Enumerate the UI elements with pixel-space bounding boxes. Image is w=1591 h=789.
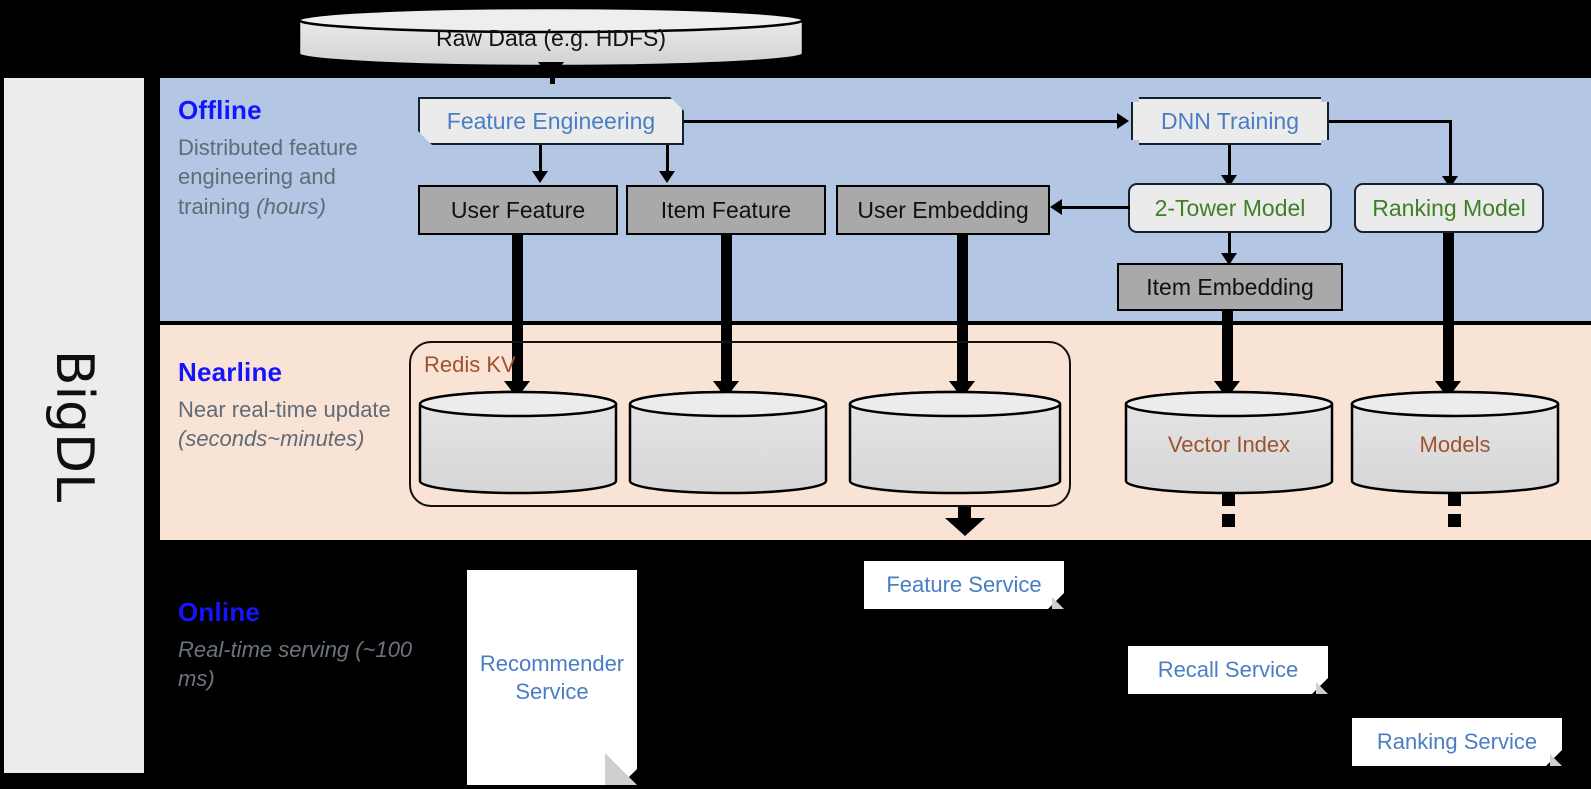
- pipe-item-feature: [721, 235, 732, 387]
- pipe-ranking-model: [1443, 233, 1454, 387]
- dnn-training-label: DNN Training: [1160, 107, 1300, 134]
- redis-kv-label: Redis KV: [424, 352, 516, 377]
- arrow-fe-to-item-feature: [659, 171, 675, 183]
- offline-caption: Offline Distributed feature engineering …: [178, 95, 408, 221]
- raw-data-cylinder: Raw Data (e.g. HDFS): [296, 6, 806, 68]
- service-feature-label: Feature Service: [886, 572, 1042, 598]
- store-vector-index[interactable]: Vector Index: [1124, 390, 1334, 495]
- stub-ranking-service-b: [1448, 514, 1461, 527]
- online-title: Online: [178, 597, 261, 627]
- nearline-title: Nearline: [178, 357, 283, 387]
- model-ranking-label: Ranking Model: [1372, 194, 1526, 221]
- store-item-embedding[interactable]: Item Embedding: [1117, 263, 1343, 311]
- pipe-user-embedding: [957, 235, 968, 387]
- store-models-label: Models: [1419, 432, 1491, 457]
- redis-kv-group: [409, 341, 1071, 507]
- offline-title: Offline: [178, 95, 262, 125]
- conn-fe-to-item-feature: [666, 145, 669, 173]
- arrow-2tower-to-item-embedding: [1221, 253, 1237, 265]
- store-user-feature-label: User Feature: [450, 196, 586, 223]
- model-2-tower[interactable]: 2-Tower Model: [1128, 183, 1332, 233]
- service-recommender[interactable]: Recommender Service: [467, 570, 637, 785]
- bigdl-sidebar: BigDL: [4, 78, 144, 773]
- feature-engineering-label: Feature Engineering: [446, 107, 656, 134]
- service-feature[interactable]: Feature Service: [864, 561, 1064, 609]
- offline-subtitle: Distributed feature engineering and trai…: [178, 135, 358, 219]
- dnn-training-node[interactable]: DNN Training: [1131, 97, 1329, 145]
- online-subtitle: Real-time serving (~100 ms): [178, 637, 413, 692]
- conn-fe-to-user-feature: [539, 145, 542, 173]
- nearline-caption: Nearline Near real-time update (seconds~…: [178, 357, 428, 454]
- service-ranking[interactable]: Ranking Service: [1352, 718, 1562, 766]
- redis-cylinder-2[interactable]: [628, 390, 828, 495]
- arrow-fe-to-user-feature: [532, 171, 548, 183]
- online-caption: Online Real-time serving (~100 ms): [178, 597, 428, 694]
- store-user-feature[interactable]: User Feature: [418, 185, 618, 235]
- stub-feature-service: [958, 507, 971, 520]
- service-recall[interactable]: Recall Service: [1128, 646, 1328, 694]
- redis-cylinder-3[interactable]: [848, 390, 1062, 495]
- conn-2tower-to-user-embedding: [1062, 206, 1130, 209]
- store-user-embedding-label: User Embedding: [857, 196, 1029, 223]
- service-recall-label: Recall Service: [1157, 657, 1299, 683]
- raw-data-label: Raw Data (e.g. HDFS): [435, 25, 667, 51]
- conn-dnn-to-ranking-h: [1329, 120, 1451, 123]
- model-2-tower-label: 2-Tower Model: [1154, 194, 1306, 221]
- conn-fe-to-dnn: [684, 120, 1119, 123]
- store-item-feature-label: Item Feature: [660, 196, 792, 223]
- bigdl-label: BigDL: [44, 349, 105, 502]
- model-ranking[interactable]: Ranking Model: [1354, 183, 1544, 233]
- service-recommender-label: Recommender Service: [479, 651, 625, 704]
- arrow-2tower-to-user-embedding: [1050, 199, 1062, 215]
- store-item-embedding-label: Item Embedding: [1146, 273, 1314, 300]
- store-item-feature[interactable]: Item Feature: [626, 185, 826, 235]
- feature-engineering-node[interactable]: Feature Engineering: [418, 97, 684, 145]
- stub-recall-service-b: [1222, 514, 1235, 527]
- arrow-raw-to-fe: [538, 62, 564, 79]
- redis-cylinder-1[interactable]: [418, 390, 618, 495]
- store-vector-index-label: Vector Index: [1167, 432, 1291, 457]
- store-user-embedding[interactable]: User Embedding: [836, 185, 1050, 235]
- store-models[interactable]: Models: [1350, 390, 1560, 495]
- nearline-subtitle: Near real-time update (seconds~minutes): [178, 397, 391, 452]
- conn-dnn-to-2tower: [1228, 145, 1231, 177]
- arrow-fe-to-dnn: [1117, 113, 1129, 129]
- service-ranking-label: Ranking Service: [1376, 729, 1538, 755]
- stub-recall-service-a: [1222, 493, 1235, 506]
- pipe-item-embedding: [1222, 311, 1233, 387]
- conn-dnn-to-ranking-v: [1449, 120, 1452, 178]
- stub-ranking-service-a: [1448, 493, 1461, 506]
- pipe-user-feature: [512, 235, 523, 387]
- arrow-to-feature-service: [945, 518, 985, 536]
- conn-2tower-to-item-embedding: [1228, 233, 1231, 258]
